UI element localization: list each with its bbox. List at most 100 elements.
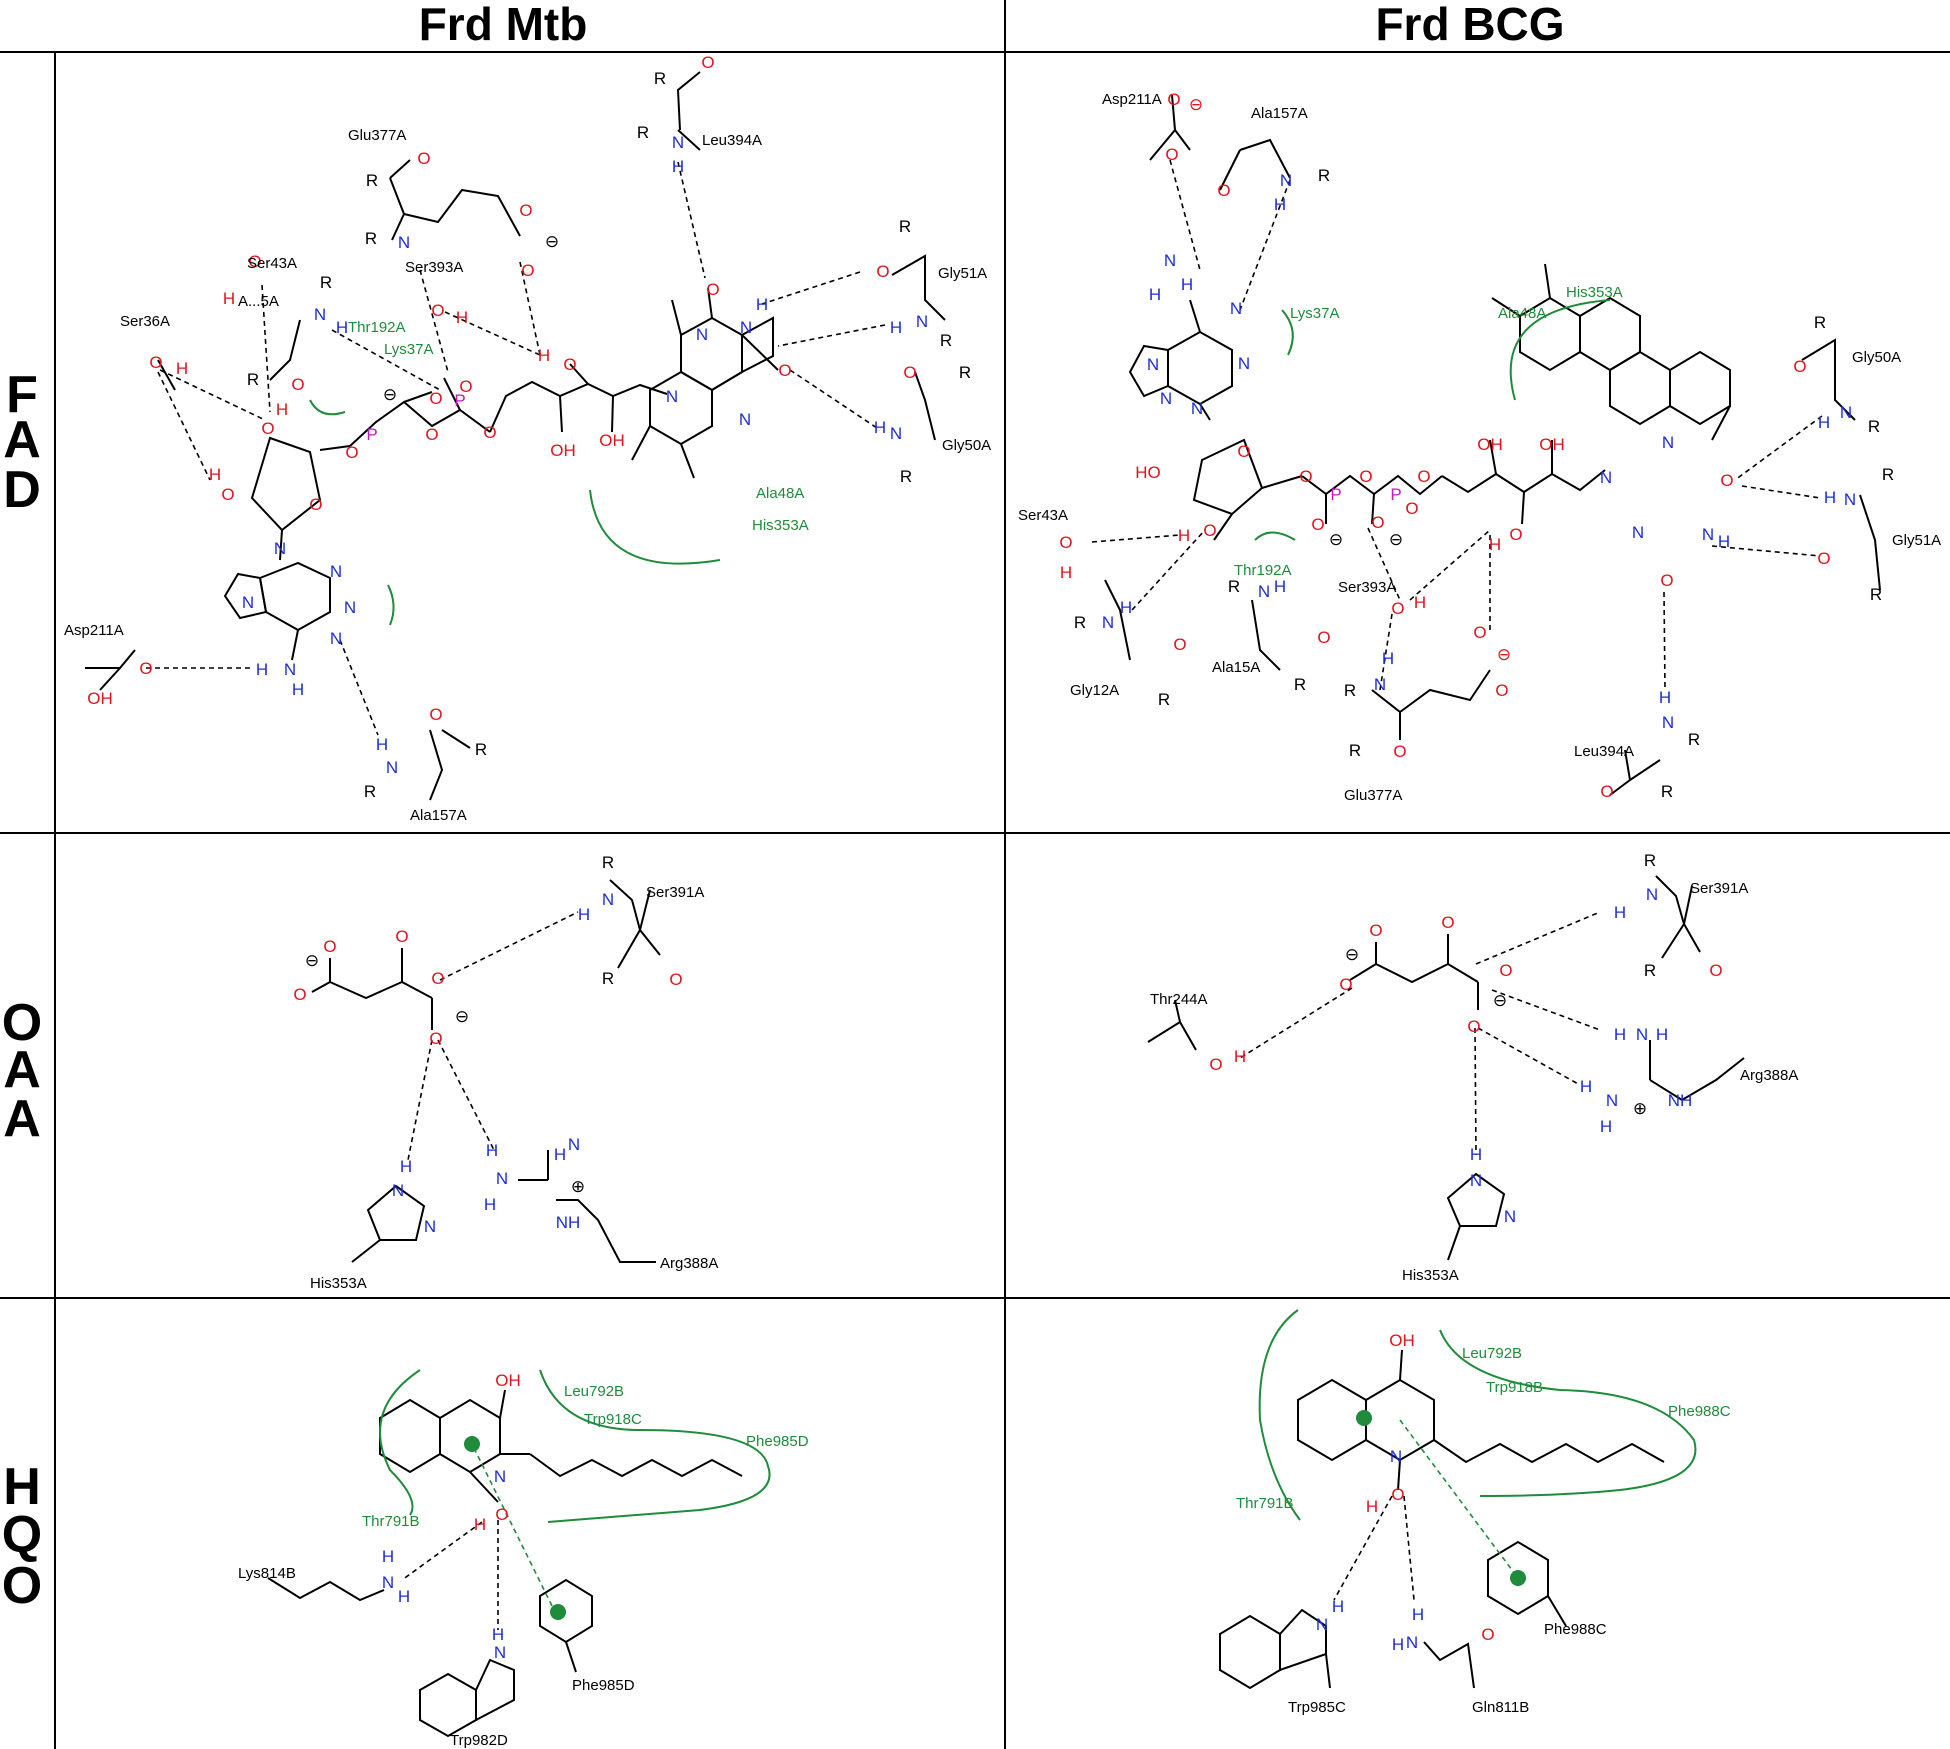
molecular-bond [475,1658,515,1722]
molecular-bond [469,1471,499,1503]
molecular-bond [639,889,651,931]
atom-label: H [1412,1605,1424,1624]
atom-label: H [1489,535,1501,554]
atom-label: R [602,853,614,872]
atom-label: O [429,1029,442,1048]
hydrogen-bond [1711,545,1821,557]
atom-label: O [1165,145,1178,164]
atom-label: N [1662,433,1674,452]
molecular-bond [389,177,521,237]
residue-label: Lys37A [1290,305,1339,322]
hydrogen-bond [159,369,266,421]
atom-label: O [1481,1625,1494,1644]
hydrogen-bond [761,271,861,305]
molecular-bond [441,729,471,749]
atom-label: R [1294,675,1306,694]
molecular-bond [157,359,176,391]
atom-label: N [1258,582,1270,601]
hydrogen-bond [1474,1027,1477,1156]
atom-label: H [1274,195,1286,214]
molecular-bond [539,1578,593,1644]
molecular-bond [1609,350,1671,426]
atom-label: R [940,331,952,350]
atom-label: N [916,312,928,331]
residue-label: Trp985C [1288,1699,1346,1716]
atom-label: N [1504,1207,1516,1226]
panel-fad-mtb: O N N H O N N O OH OH P P O O O O O ⊖ O … [64,53,991,824]
atom-label: O [1237,442,1250,461]
molecular-bond [379,1398,441,1474]
molecular-bond [1371,669,1491,714]
molecular-bond [529,1453,743,1478]
hydrophobic-contact [1281,309,1294,356]
row-label-oaa-letter: A [3,1090,41,1148]
atom-label: H [486,1141,498,1160]
molecular-bond [1239,138,1291,179]
row-label-hqo: H Q O [2,1458,42,1615]
atom-label: N [314,305,326,324]
residue-label: Thr192A [348,319,406,336]
atom-label: OH [87,689,113,708]
atom-label: O [876,262,889,281]
residue-label: Ser43A [1018,507,1068,524]
molecular-bond [366,1184,426,1241]
molecular-bond [680,316,743,392]
residue-label: Leu394A [702,132,762,149]
atom-label: H [1659,688,1671,707]
hydrogen-bond [1367,527,1401,601]
hydrogen-bond [331,329,441,391]
molecular-bond [1147,1020,1197,1051]
atom-label: O [1499,961,1512,980]
molecular-bond [1375,962,1479,984]
atom-label: N [1646,885,1658,904]
molecular-bond [1629,759,1661,781]
residue-label: Glu377A [348,127,406,144]
atom-label: OH [1477,435,1503,454]
atom-label: N [1662,713,1674,732]
atom-label: N [739,410,751,429]
atom-label: H [538,346,550,365]
molecular-bond [1128,344,1169,398]
row-label-hqo-letter: O [2,1557,42,1615]
atom-label: OH [599,431,625,450]
hydrophobic-contact [1258,1309,1301,1521]
molecular-bond [1371,493,1375,525]
hydrophobic-contact [387,584,395,626]
hydrogen-bond [437,1039,495,1151]
molecular-bond [1149,129,1176,161]
atom-label: H [1580,1077,1592,1096]
residue-label: Ala48A [756,485,804,502]
panel-fad-bcg: N H H N N N N N O HO O H P P O O O O O O… [1018,90,1941,804]
molecular-bond [565,1641,577,1673]
atom-label: H [1718,532,1730,551]
molecular-bond [351,1239,381,1263]
molecular-bond [439,1398,501,1474]
atom-label: N [1606,1091,1618,1110]
atom-label: O [1720,471,1733,490]
atom-label: O [291,375,304,394]
molecular-bond [1219,1614,1281,1690]
atom-label: ⊕ [1633,1099,1647,1118]
atom-label: O [248,252,261,271]
atom-label: N [344,598,356,617]
residue-label: Ala48A [1498,305,1546,322]
atom-label: H [474,1515,486,1534]
hydrogen-bond [339,639,379,736]
molecular-bond [671,299,682,336]
ring-centroid [550,1604,566,1620]
atom-label: N [1238,354,1250,373]
hydrogen-bond [401,1521,483,1581]
row-label-fad: F A D [3,366,41,519]
panel-hqo-mtb: OH N O H H N H H N Leu792B Trp918C Phe98… [238,1369,809,1749]
row-label-fad-letter: A [3,411,41,469]
molecular-bond [1104,579,1131,661]
atom-label: P [454,391,465,410]
molecular-bond [1711,405,1731,441]
atom-label: H [376,735,388,754]
atom-label: N [1632,523,1644,542]
atom-label: N [330,629,342,648]
atom-label: R [1349,741,1361,760]
atom-label: R [1318,166,1330,185]
